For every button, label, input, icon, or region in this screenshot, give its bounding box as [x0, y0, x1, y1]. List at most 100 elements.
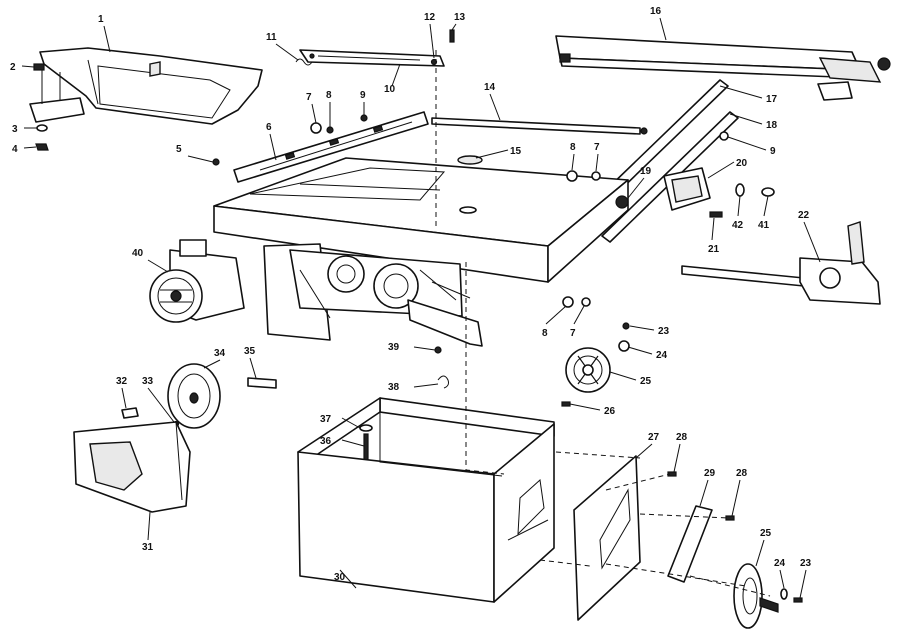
callout-27: 27 — [648, 432, 660, 443]
part-screw-13 — [449, 29, 455, 43]
leader-c23a — [629, 325, 655, 331]
leader-c23b — [799, 569, 807, 599]
leader-c39 — [413, 346, 436, 351]
callout-28a: 28 — [676, 432, 688, 443]
leader-c40 — [147, 259, 169, 273]
leader-c24b — [779, 569, 785, 589]
leader-c35 — [249, 357, 257, 379]
assembly-guide-lines — [435, 50, 771, 597]
callout-40: 40 — [132, 248, 144, 259]
callout-3: 3 — [12, 124, 18, 135]
callout-25b: 25 — [760, 528, 772, 539]
callout-8b: 8 — [570, 142, 576, 153]
callout-8c: 8 — [542, 328, 548, 339]
leader-c8c — [545, 305, 567, 325]
callout-1: 1 — [98, 14, 104, 25]
callout-42: 42 — [732, 220, 744, 231]
part-bolt-2 — [33, 63, 45, 71]
part-nut-4 — [35, 143, 49, 151]
callout-18: 18 — [766, 120, 778, 131]
leader-c2 — [21, 65, 35, 68]
callout-33: 33 — [142, 376, 154, 387]
callout-leader-lines — [21, 17, 821, 599]
part-motor — [149, 239, 245, 323]
part-arbor-assembly — [263, 243, 483, 347]
leader-c17 — [719, 85, 763, 99]
callout-28b: 28 — [736, 468, 748, 479]
callout-23a: 23 — [658, 326, 670, 337]
callout-41: 41 — [758, 220, 770, 231]
part-bolt-36 — [363, 433, 369, 461]
leader-c4 — [23, 146, 37, 149]
leader-c25b — [755, 539, 765, 567]
leader-c34 — [203, 359, 221, 369]
callout-13: 13 — [454, 12, 466, 23]
parts-artwork — [29, 29, 891, 629]
callout-labels: 1 2 3 4 5 6 7 8 9 10 11 12 13 14 15 16 1… — [10, 6, 812, 583]
callout-38: 38 — [388, 382, 400, 393]
leader-c14 — [489, 93, 501, 121]
part-clip-32 — [121, 407, 139, 419]
leader-c8b — [571, 153, 575, 171]
leader-c5 — [187, 155, 214, 163]
part-spring-clip-38 — [437, 375, 449, 389]
callout-11: 11 — [266, 32, 277, 43]
callout-9b: 9 — [770, 146, 776, 157]
callout-12: 12 — [424, 12, 436, 23]
leader-c15 — [475, 149, 509, 159]
part-bracket-29 — [667, 505, 713, 583]
part-table-top — [213, 155, 629, 283]
part-screw-23b — [793, 597, 803, 603]
callout-10: 10 — [384, 84, 396, 95]
leader-c24a — [627, 346, 653, 355]
callout-7a: 7 — [306, 92, 312, 103]
leader-c31 — [147, 511, 151, 541]
leader-c42 — [737, 195, 741, 217]
part-spring-11 — [295, 58, 313, 66]
callout-29: 29 — [704, 468, 716, 479]
leader-c19 — [627, 177, 645, 199]
callout-32: 32 — [116, 376, 128, 387]
part-pulley — [167, 363, 221, 429]
part-extension-rail-left — [233, 111, 429, 183]
callout-2: 2 — [10, 62, 16, 73]
callout-21: 21 — [708, 244, 720, 255]
callout-25a: 25 — [640, 376, 652, 387]
callout-24a: 24 — [656, 350, 668, 361]
callout-17: 17 — [766, 94, 778, 105]
callout-14: 14 — [484, 82, 496, 93]
leader-c25a — [609, 371, 637, 381]
part-washers — [212, 114, 729, 354]
callout-15: 15 — [510, 146, 522, 157]
part-miter-gauge — [681, 221, 881, 305]
leader-c16 — [659, 17, 667, 41]
callout-7c: 7 — [570, 328, 576, 339]
part-washer-24b — [780, 588, 788, 600]
leader-c11 — [275, 43, 299, 61]
leader-c9b — [727, 136, 767, 151]
leader-c20 — [707, 161, 735, 179]
leader-c7a — [311, 103, 317, 124]
part-side-panel — [573, 455, 641, 621]
callout-6: 6 — [266, 122, 272, 133]
leader-c13 — [451, 23, 457, 31]
callout-39: 39 — [388, 342, 400, 353]
part-belt-guard — [73, 421, 191, 513]
leader-c37 — [341, 417, 361, 429]
part-handwheel-upper — [565, 347, 611, 393]
leader-c38 — [413, 383, 439, 388]
callout-30: 30 — [334, 572, 346, 583]
callout-36: 36 — [320, 436, 332, 447]
callout-34: 34 — [214, 348, 226, 359]
leader-c32 — [121, 387, 127, 409]
leader-c10 — [391, 63, 401, 87]
leader-c27 — [635, 443, 653, 459]
callout-19: 19 — [640, 166, 652, 177]
callout-37: 37 — [320, 414, 332, 425]
part-washer-3 — [36, 124, 48, 132]
leader-c21 — [711, 217, 715, 241]
part-cabinet — [297, 397, 555, 603]
leader-c28b — [731, 479, 741, 517]
leader-c18 — [729, 113, 763, 125]
